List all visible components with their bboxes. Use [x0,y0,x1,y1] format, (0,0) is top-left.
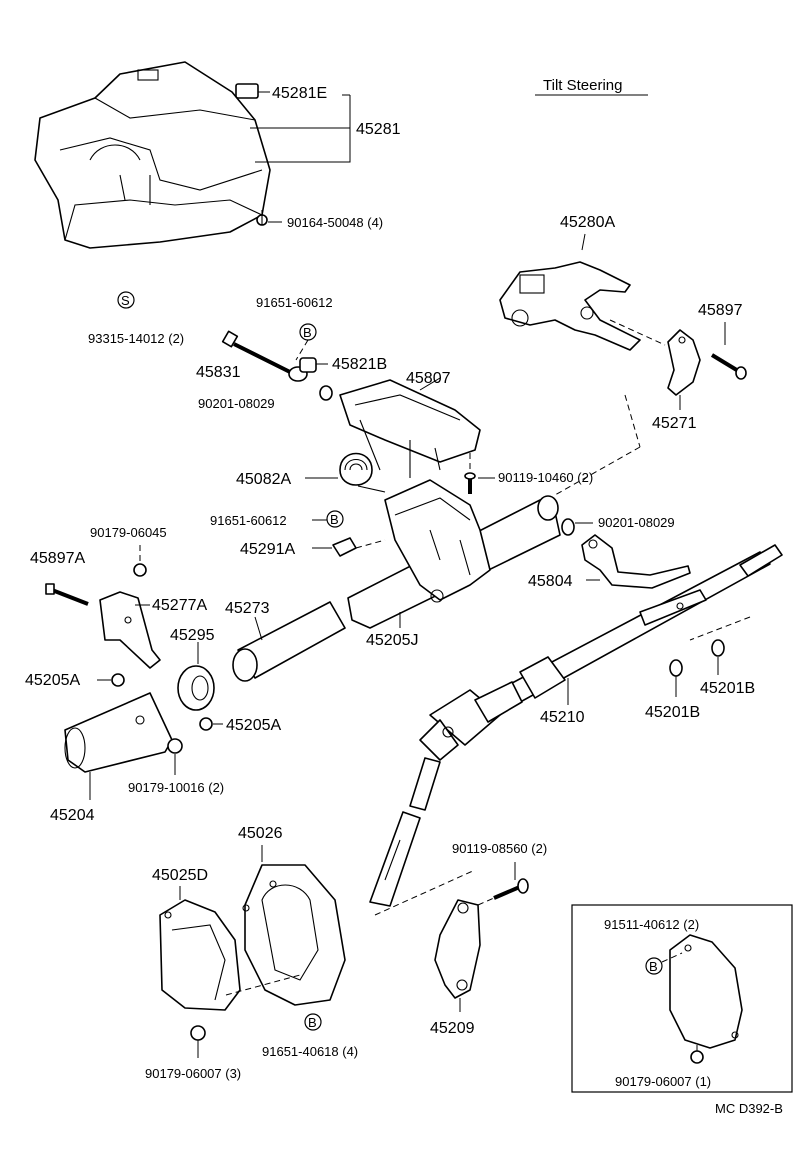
diagram-title: Tilt Steering [543,77,622,94]
svg-text:B: B [649,959,658,974]
label-45204: 45204 [50,807,95,824]
bolt-08560-icon [493,878,529,900]
b-mark-icon: B [299,323,317,341]
label-45273: 45273 [225,600,270,617]
label-45201B-b: 45201B [700,680,755,697]
label-45205A-b: 45205A [226,717,281,734]
screw-icon [256,210,268,226]
label-91511-40612: 91511-40612 (2) [604,917,699,932]
label-45291A: 45291A [240,541,295,558]
label-45821B: 45821B [332,356,387,373]
label-45831: 45831 [196,364,241,381]
label-45281: 45281 [356,121,401,138]
nut-45205A-a-icon [111,673,125,687]
b-mark-icon-4: B [645,957,663,975]
bearing-45273-part [232,601,346,682]
housing-45204-part [64,692,173,773]
label-45026: 45026 [238,825,283,842]
lower-shaft-part [369,811,421,907]
label-90201-08029-a: 90201-08029 [198,396,275,411]
nut-06045-icon [133,563,147,577]
snap-ring-icon-a [669,659,683,677]
tilt-lever-bracket-part [499,261,641,351]
screw-10460-icon [464,472,476,494]
label-90179-06007-b: 90179-06007 (1) [615,1074,711,1089]
collar-45295-part [177,665,215,711]
bolt-45897-icon [710,353,747,380]
label-45025D: 45025D [152,867,208,884]
spring-icon [339,452,386,493]
label-45082A: 45082A [236,471,291,488]
nut-45205A-b-icon [199,717,213,731]
label-90179-10016: 90179-10016 (2) [128,780,224,795]
svg-text:B: B [308,1015,317,1030]
nut-06007-b-icon [690,1050,704,1064]
label-91651-60612-mid: 91651-60612 [210,513,287,528]
label-45897: 45897 [698,302,743,319]
svg-text:B: B [303,325,312,340]
column-tube-part [347,479,561,629]
label-45277A: 45277A [152,597,207,614]
label-90119-10460: 90119-10460 (2) [498,470,593,485]
plate-45291A-icon [332,537,357,557]
svg-text:S: S [121,293,130,308]
label-45281E: 45281E [272,85,327,102]
label-45280A: 45280A [560,214,615,231]
label-45205J: 45205J [366,632,419,649]
label-90164-50048: 90164-50048 (4) [287,215,383,230]
washer-icon-2 [561,518,575,536]
label-45295: 45295 [170,627,215,644]
inset-box [571,904,793,1093]
label-90179-06045: 90179-06045 [90,525,167,540]
label-45897A: 45897A [30,550,85,567]
label-91651-40618: 91651-40618 (4) [262,1044,358,1059]
label-45205A-a: 45205A [25,672,80,689]
label-90119-08560: 90119-08560 (2) [452,841,547,856]
label-45210: 45210 [540,709,585,726]
label-45201B-a: 45201B [645,704,700,721]
cover-clip-shape [235,83,259,99]
nut-06007-a-icon [190,1025,206,1041]
b-mark-icon-2: B [326,510,344,528]
bolt-icon [221,330,291,374]
u-joint-45209-part [434,899,481,999]
bracket-45277A-part [99,591,161,669]
bolt-45897A-icon [45,583,89,606]
bushing-icon [288,357,317,382]
washer-icon [319,385,333,401]
label-45271: 45271 [652,415,697,432]
nut-10016-icon [167,738,183,754]
label-45209: 45209 [430,1020,475,1037]
label-91651-60612-top: 91651-60612 [256,295,333,310]
diagram-code: MC D392-B [715,1101,783,1116]
label-45807: 45807 [406,370,451,387]
cover-45025D-part [159,899,241,1011]
bracket-45804-part [581,534,691,589]
universal-joint-part [409,681,523,811]
lever-45271-part [667,329,701,396]
svg-text:B: B [330,512,339,527]
snap-ring-icon-b [711,639,725,657]
tilt-bracket-part [339,379,481,478]
b-mark-icon-3: B [304,1013,322,1031]
label-93315-14012: 93315-14012 (2) [88,331,184,346]
column-cover-part [34,61,351,249]
label-90201-08029-b: 90201-08029 [598,515,675,530]
s-mark-icon: S [117,291,135,309]
label-45804: 45804 [528,573,573,590]
label-90179-06007-a: 90179-06007 (3) [145,1066,241,1081]
cover-45026-part [242,864,346,1006]
